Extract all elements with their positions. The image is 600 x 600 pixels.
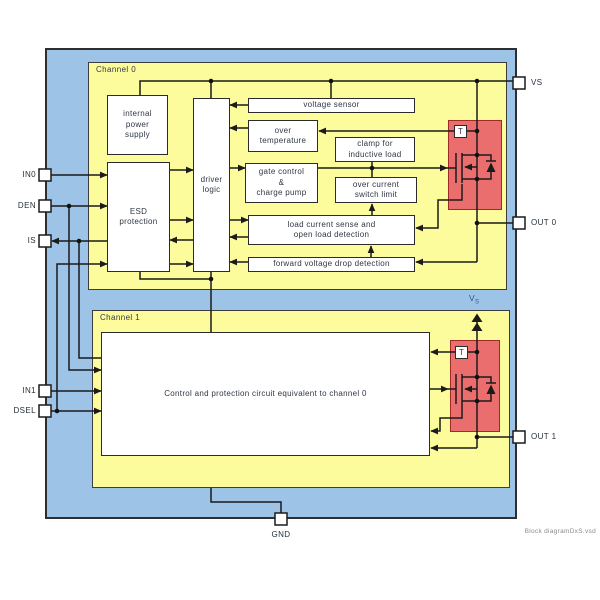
pin-label-dsel: DSEL bbox=[13, 406, 36, 415]
pin-square-gnd bbox=[274, 512, 288, 526]
junction-dots bbox=[54, 78, 480, 440]
channel1-label: Channel 1 bbox=[100, 313, 141, 322]
pin-square-out1 bbox=[512, 430, 526, 444]
block-driver-logic: driver logic bbox=[193, 98, 230, 272]
ch1-vs-arrowhead-1 bbox=[471, 313, 483, 322]
ch1-body-diode-triangle bbox=[486, 384, 496, 394]
pin-label-den: DEN bbox=[17, 201, 36, 210]
channel0-temp-sensor: T bbox=[454, 125, 467, 138]
pin-label-vs: VS bbox=[531, 78, 543, 87]
ch1-wires bbox=[430, 318, 513, 452]
pin-label-out0: OUT 0 bbox=[531, 218, 557, 227]
block-channel1-control: Control and protection circuit equivalen… bbox=[101, 332, 430, 456]
drawing-caption: Block diagramDxS.vsd bbox=[524, 528, 596, 535]
ch1-vs-arrowhead-2 bbox=[471, 322, 483, 331]
vs-rail-label-main: V bbox=[469, 293, 475, 303]
pin-square-in0 bbox=[38, 168, 52, 182]
pin-label-in0: IN0 bbox=[22, 170, 36, 179]
block-internal-power-supply: internal power supply bbox=[107, 95, 168, 155]
block-esd-protection: ESD protection bbox=[107, 162, 170, 272]
channel0-label: Channel 0 bbox=[96, 65, 137, 74]
block-over-temperature: over temperature bbox=[248, 120, 318, 152]
pin-label-is: IS bbox=[27, 236, 36, 245]
channel1-temp-sensor: T bbox=[455, 346, 468, 359]
vs-rail-label-sub: S bbox=[474, 299, 480, 306]
pin-label-out1: OUT 1 bbox=[531, 432, 557, 441]
pin-label-gnd: GND bbox=[271, 530, 291, 539]
block-forward-voltage-drop: forward voltage drop detection bbox=[248, 257, 415, 272]
pin-square-in1 bbox=[38, 384, 52, 398]
pin-square-vs bbox=[512, 76, 526, 90]
pin-squares bbox=[38, 76, 526, 526]
pin-square-out0 bbox=[512, 216, 526, 230]
ch0-body-diode-triangle bbox=[486, 162, 496, 172]
block-voltage-sensor: voltage sensor bbox=[248, 98, 415, 113]
pin-square-is bbox=[38, 234, 52, 248]
block-gate-control-charge-pump: gate control & charge pump bbox=[245, 163, 318, 203]
block-clamp-inductive-load: clamp for inductive load bbox=[335, 137, 415, 162]
pin-square-dsel bbox=[38, 404, 52, 418]
block-over-current-switch-limit: over current switch limit bbox=[335, 177, 417, 203]
block-load-current-sense: load current sense and open load detecti… bbox=[248, 215, 415, 245]
pin-label-in1: IN1 bbox=[22, 386, 36, 395]
vs-rail-label: VS bbox=[469, 293, 479, 306]
pin-square-den bbox=[38, 199, 52, 213]
